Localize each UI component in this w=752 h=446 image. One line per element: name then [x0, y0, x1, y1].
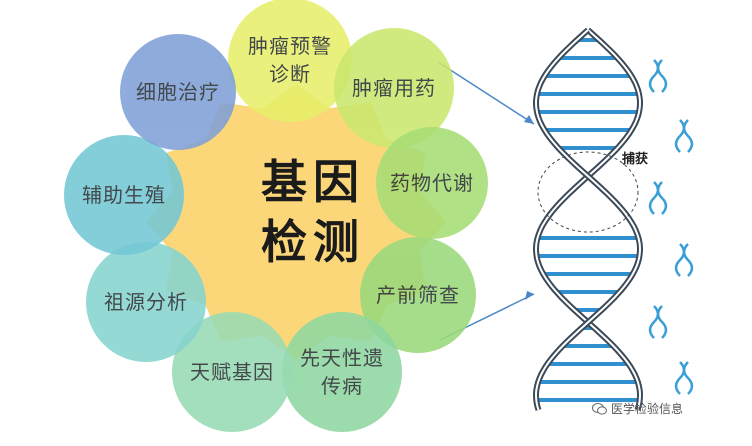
- mini-dna-icon: [648, 181, 668, 215]
- arrow-bottom-head: [525, 291, 534, 300]
- mini-dna-icon: [648, 305, 668, 339]
- petal-label: 天赋基因: [190, 360, 274, 384]
- mini-dna-icon: [674, 361, 694, 395]
- helix-strand: [534, 29, 642, 411]
- watermark: 医学检验信息: [592, 400, 683, 417]
- petal-label: 辅助生殖: [82, 183, 166, 207]
- petal-label: 祖源分析: [104, 290, 188, 314]
- petal-congenital-disease: 先天性遗传病: [282, 312, 402, 432]
- wechat-icon: [592, 402, 607, 415]
- center-title-line1: 基因: [261, 155, 365, 209]
- petal-label: 药物代谢: [390, 171, 474, 195]
- center-title-line2: 检测: [261, 215, 365, 269]
- arrow-top-head: [524, 115, 534, 124]
- petal-label: 肿瘤用药: [352, 76, 436, 100]
- petal-cell-therapy: 细胞治疗: [120, 34, 236, 150]
- helix-strands: [532, 27, 644, 411]
- petal-tumor-early-warning: 肿瘤预警诊断: [228, 0, 352, 122]
- watermark-text: 医学检验信息: [611, 402, 684, 416]
- mini-dna-icon: [674, 119, 694, 153]
- capture-label: 捕获: [622, 152, 649, 167]
- petal-talent-gene: 天赋基因: [172, 312, 292, 432]
- arrow-top: [437, 61, 535, 125]
- mini-dna-icon: [648, 59, 668, 93]
- petal-label: 产前筛查: [376, 283, 460, 307]
- petal-label: 细胞治疗: [136, 80, 220, 104]
- petal-drug-metabolism: 药物代谢: [376, 127, 488, 239]
- petal-label: 肿瘤预警诊断: [248, 34, 332, 86]
- center-title: 基因 检测: [238, 152, 388, 272]
- floating-dna-icons: [648, 59, 694, 395]
- capture-ellipse: [537, 151, 639, 233]
- helix-strand: [534, 29, 642, 411]
- mini-dna-icon: [674, 243, 694, 277]
- petal-assisted-reproduction: 辅助生殖: [64, 135, 184, 255]
- petal-ancestry-analysis: 祖源分析: [86, 242, 206, 362]
- petal-label: 先天性遗传病: [300, 346, 384, 398]
